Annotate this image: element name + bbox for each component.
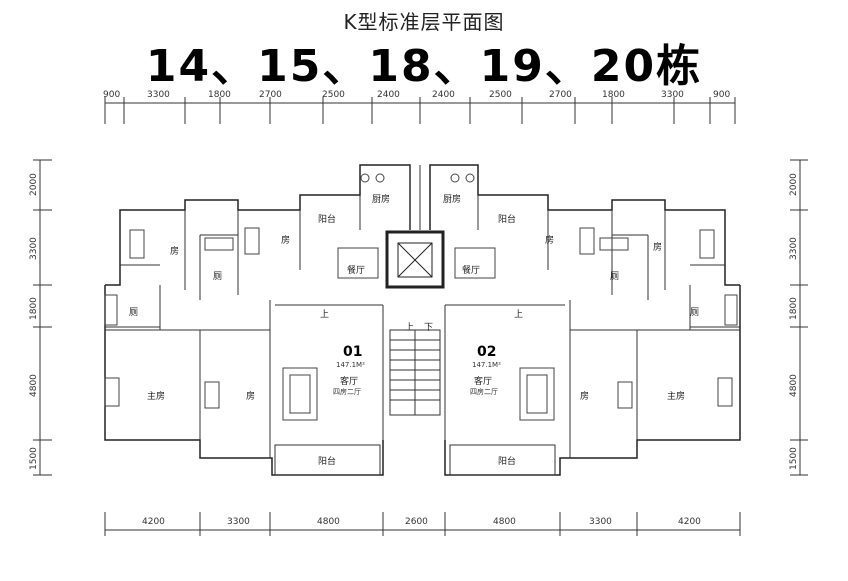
label-living-right: 客厅 xyxy=(474,375,492,387)
label-balcony-right-bottom: 阳台 xyxy=(498,455,516,467)
label-dining-right: 餐厅 xyxy=(462,264,480,276)
dim-bottom-3: 2600 xyxy=(405,517,428,527)
plan-subtitle: K型标准层平面图 xyxy=(343,10,505,34)
unit-type-left: 四房二厅 xyxy=(333,387,361,396)
dim-top-6: 2400 xyxy=(432,90,455,100)
unit-area-right: 147.1M² xyxy=(472,361,501,369)
dim-top-1: 3300 xyxy=(147,90,170,100)
dim-left-4: 1500 xyxy=(29,447,39,470)
label-stair-down: 下 xyxy=(424,323,433,333)
dim-bottom-2: 4800 xyxy=(317,517,340,527)
label-room-left-mid: 房 xyxy=(246,390,255,402)
label-up-left: 上 xyxy=(320,309,329,320)
dim-left-1: 3300 xyxy=(29,237,39,260)
bottom-dimension-line xyxy=(104,512,741,536)
dim-bottom-4: 4800 xyxy=(493,517,516,527)
dim-right-1: 3300 xyxy=(789,237,799,260)
dim-top-9: 1800 xyxy=(602,90,625,100)
label-master-right: 主房 xyxy=(667,390,685,402)
dim-right-3: 4800 xyxy=(789,374,799,397)
unit-number-left: 01 xyxy=(343,344,362,360)
top-dimension-line xyxy=(104,97,736,124)
dim-top-10: 3300 xyxy=(661,90,684,100)
dim-left-0: 2000 xyxy=(29,173,39,196)
label-bath-right: 厕 xyxy=(610,271,619,282)
label-balcony-left-bottom: 阳台 xyxy=(318,455,336,467)
furniture xyxy=(104,173,738,421)
dim-bottom-6: 4200 xyxy=(678,517,701,527)
label-bath-left: 厕 xyxy=(213,271,222,282)
label-balcony-right-top: 阳台 xyxy=(498,213,516,225)
dim-top-2: 1800 xyxy=(208,90,231,100)
dim-left-3: 4800 xyxy=(29,374,39,397)
unit-area-left: 147.1M² xyxy=(336,361,365,369)
building-numbers-title: 14、15、18、19、20栋 xyxy=(145,41,703,92)
label-kitchen-right: 厨房 xyxy=(443,193,461,205)
dim-bottom-5: 3300 xyxy=(589,517,612,527)
unit-type-right: 四房二厅 xyxy=(470,387,498,396)
label-room-right-mid: 房 xyxy=(580,390,589,402)
dim-top-7: 2500 xyxy=(489,90,512,100)
label-dining-left: 餐厅 xyxy=(347,264,365,276)
dim-top-8: 2700 xyxy=(549,90,572,100)
dim-top-0: 900 xyxy=(103,90,120,100)
dim-top-3: 2700 xyxy=(259,90,282,100)
dim-bottom-0: 4200 xyxy=(142,517,165,527)
dim-right-4: 1500 xyxy=(789,447,799,470)
unit-number-right: 02 xyxy=(477,344,496,360)
label-bath-right-2: 厕 xyxy=(690,307,699,318)
label-master-left: 主房 xyxy=(147,390,165,402)
label-bath-left-2: 厕 xyxy=(129,307,138,318)
dim-right-2: 1800 xyxy=(789,297,799,320)
label-stair-up: 上 xyxy=(405,322,414,333)
dim-right-0: 2000 xyxy=(789,173,799,196)
dim-top-5: 2400 xyxy=(377,90,400,100)
label-bed-left-b: 房 xyxy=(281,234,290,246)
dim-top-4: 2500 xyxy=(322,90,345,100)
dim-bottom-1: 3300 xyxy=(227,517,250,527)
label-bed-right-a: 房 xyxy=(545,234,554,246)
label-living-left: 客厅 xyxy=(340,375,358,387)
dim-left-2: 1800 xyxy=(29,297,39,320)
interior-walls xyxy=(105,165,740,476)
label-up-right: 上 xyxy=(514,309,523,320)
label-bed-right-b: 房 xyxy=(653,241,662,253)
label-balcony-left-top: 阳台 xyxy=(318,213,336,225)
left-dimension-line xyxy=(33,159,52,476)
dim-top-11: 900 xyxy=(713,90,730,100)
label-kitchen-left: 厨房 xyxy=(372,193,390,205)
label-bed-left-a: 房 xyxy=(170,245,179,257)
right-dimension-line xyxy=(790,159,808,476)
